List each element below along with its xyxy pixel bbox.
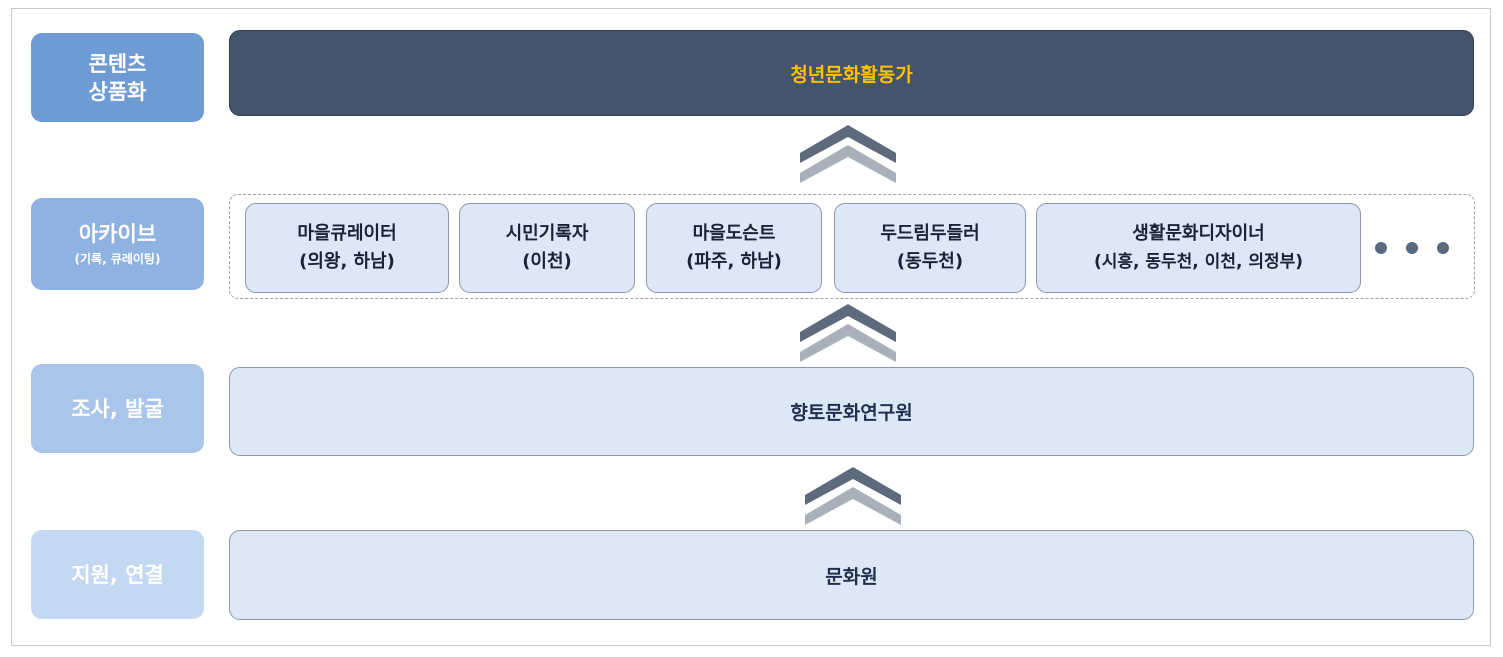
side-label-main: 조사, 발굴 xyxy=(71,396,164,421)
card-region: (동두천) xyxy=(896,251,964,272)
band-label: 문화원 xyxy=(825,565,878,588)
card-region: (이천) xyxy=(522,251,572,272)
side-label-main: 지원, 연결 xyxy=(71,562,164,587)
side-label-sub: (기록, 큐레이팅) xyxy=(74,252,161,266)
card-name: 마을큐레이터 xyxy=(297,223,397,244)
card-region: (시흥, 동두천, 이천, 의정부) xyxy=(1093,252,1304,272)
card-region: (파주, 하남) xyxy=(686,251,782,272)
double-chevron-up-icon xyxy=(805,467,901,525)
side-label-line-2: 상품화 xyxy=(88,79,147,104)
side-label-main: 아카이브 xyxy=(78,222,157,246)
band-label: 청년문화활동가 xyxy=(790,63,913,86)
archive-card: 시민기록자 (이천) xyxy=(459,203,635,293)
ellipsis-icon xyxy=(1375,242,1449,254)
archive-group xyxy=(229,194,1475,299)
side-label-research: 조사, 발굴 xyxy=(31,364,204,453)
diagram-frame xyxy=(11,8,1491,646)
archive-card: 생활문화디자이너 (시흥, 동두천, 이천, 의정부) xyxy=(1036,203,1361,293)
side-label-support: 지원, 연결 xyxy=(31,530,204,619)
archive-card: 마을큐레이터 (의왕, 하남) xyxy=(245,203,449,293)
archive-card: 마을도슨트 (파주, 하남) xyxy=(646,203,822,293)
double-chevron-up-icon xyxy=(800,125,896,183)
side-label-line-1: 콘텐츠 xyxy=(88,51,147,76)
band-local-culture-researcher: 향토문화연구원 xyxy=(229,367,1474,456)
band-youth-culture-activist: 청년문화활동가 xyxy=(229,30,1474,116)
side-label-content-commercialization: 콘텐츠 상품화 xyxy=(31,33,204,122)
band-label: 향토문화연구원 xyxy=(790,402,913,424)
card-name: 시민기록자 xyxy=(505,223,589,244)
card-region: (의왕, 하남) xyxy=(299,251,395,272)
double-chevron-up-icon xyxy=(800,304,896,362)
side-label-archive: 아카이브 (기록, 큐레이팅) xyxy=(31,198,204,290)
card-name: 생활문화디자이너 xyxy=(1132,223,1265,244)
archive-card: 두드림두들러 (동두천) xyxy=(834,203,1026,293)
card-name: 두드림두들러 xyxy=(880,223,980,244)
card-name: 마을도슨트 xyxy=(692,223,776,244)
band-cultural-center: 문화원 xyxy=(229,530,1474,620)
